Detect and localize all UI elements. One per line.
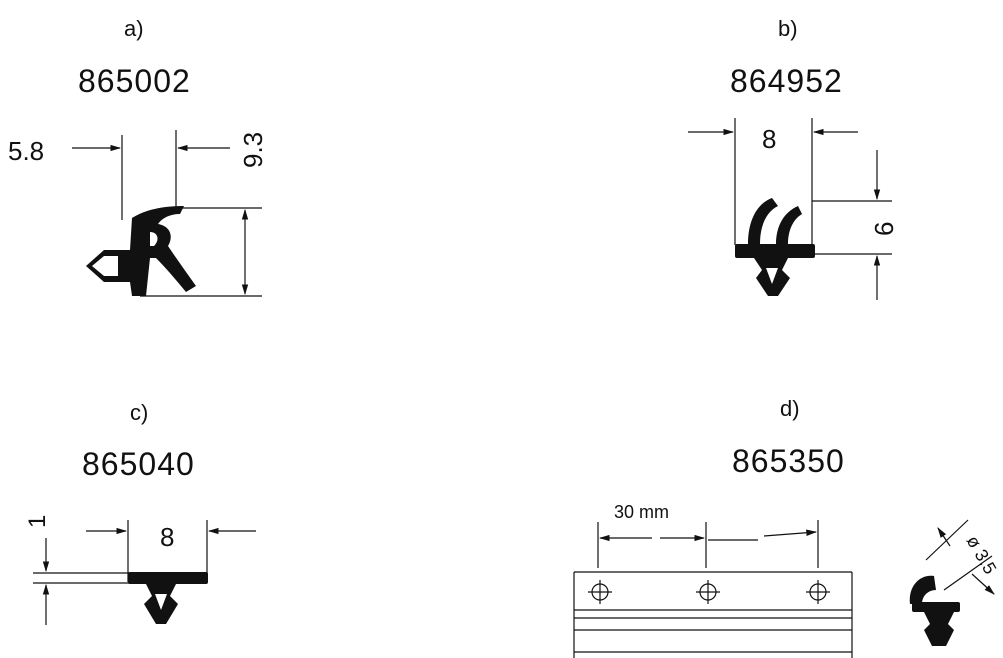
panel-c-code: 865040 <box>82 446 195 482</box>
dim-width-b: 8 <box>762 124 776 154</box>
extension-line <box>925 519 969 561</box>
dim-height-b: 6 <box>869 222 899 236</box>
panel-c-letter: c) <box>130 400 149 425</box>
dim-arrow <box>971 573 995 595</box>
panel-b-code: 864952 <box>730 63 843 99</box>
dim-width-c: 8 <box>160 522 174 552</box>
panel-a-code: 865002 <box>78 63 191 99</box>
panel-b-letter: b) <box>778 16 798 41</box>
profile-b-shape <box>735 198 815 296</box>
dim-arrow <box>937 527 951 547</box>
profile-d-shape: ø 3.5 <box>909 519 1001 646</box>
panel-a-letter: a) <box>124 16 144 41</box>
profile-a-drawing <box>72 130 262 297</box>
dim-thickness-c: 1 <box>24 515 51 528</box>
profile-a-shape <box>86 206 196 296</box>
dim-height-a: 9.3 <box>238 132 268 168</box>
profile-b-drawing <box>688 118 892 300</box>
dim-width-a: 5.8 <box>8 136 44 166</box>
dim-arrow <box>763 529 818 537</box>
panel-d-code: 865350 <box>732 443 845 479</box>
panel-d-letter: d) <box>780 396 800 421</box>
dim-diameter-d: ø 3.5 <box>963 532 1001 578</box>
dim-spacing-d: 30 mm <box>614 502 669 522</box>
extension-line <box>943 555 993 591</box>
strip-d-drawing <box>573 520 853 658</box>
profile-c-shape <box>128 572 208 624</box>
profile-c-drawing <box>33 520 256 625</box>
